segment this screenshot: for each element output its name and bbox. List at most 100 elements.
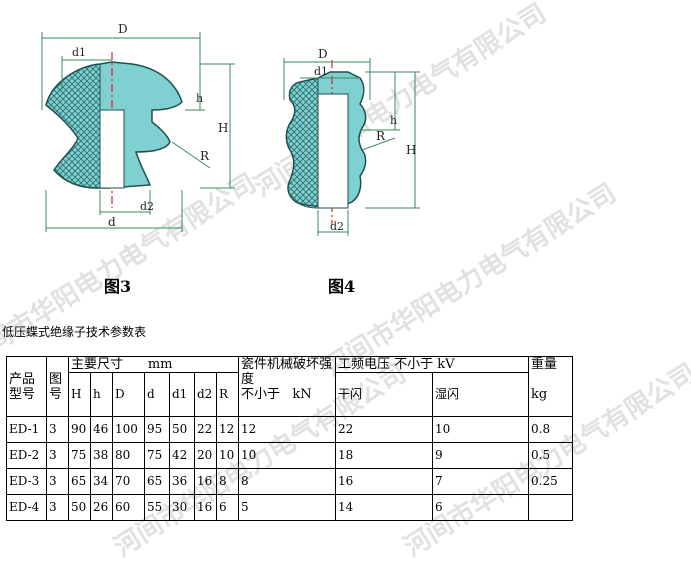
cell-d: 75: [144, 442, 170, 469]
fig4-label-d2: d2: [330, 220, 344, 233]
cell-mech: 10: [238, 442, 336, 469]
cell-h: 46: [90, 416, 113, 443]
cell-weight: 0.25: [528, 468, 573, 495]
header-main-size: 主要尺寸 mm: [68, 356, 239, 373]
header-sub-h: h: [90, 372, 113, 417]
cell-d1: 42: [169, 442, 195, 469]
cell-model: ED-4: [6, 494, 47, 521]
header-dry: 干闪: [335, 372, 433, 417]
header-wet: 湿闪: [432, 372, 529, 417]
cell-dry: 14: [335, 494, 433, 521]
cell-d: 55: [144, 494, 170, 521]
table-title: 低压蝶式绝缘子技术参数表: [2, 325, 147, 339]
header-sub-d1: d1: [169, 372, 195, 417]
cell-d: 65: [144, 468, 170, 495]
header-main-unit: mm: [147, 357, 173, 372]
cell-fig: 3: [46, 442, 69, 469]
header-sub-d2: d2: [194, 372, 217, 417]
cell-h: 26: [90, 494, 113, 521]
header-fig: 图号: [46, 356, 69, 417]
cell-d2: 22: [194, 416, 217, 443]
fig4-label-R: R: [376, 129, 386, 143]
header-sub-d: d: [144, 372, 170, 417]
cell-H: 50: [68, 494, 91, 521]
cell-d2: 16: [194, 468, 217, 495]
fig3-label-d: d: [108, 215, 116, 229]
cell-wet: 6: [432, 494, 529, 521]
fig3-label-H: H: [218, 121, 228, 135]
cell-d2: 16: [194, 494, 217, 521]
fig3-label-d1: d1: [72, 46, 86, 59]
cell-wet: 7: [432, 468, 529, 495]
header-sub-R: R: [216, 372, 239, 417]
figure-4-drawing: D d1 h H R d2: [283, 47, 420, 236]
cell-mech: 8: [238, 468, 336, 495]
header-mech-min: 不小于: [241, 387, 281, 402]
cell-d: 95: [144, 416, 170, 443]
header-weight-unit: kg: [531, 387, 548, 402]
cell-wet: 10: [432, 416, 529, 443]
fig4-label-d1: d1: [314, 65, 328, 78]
header-model: 产品型号: [6, 356, 47, 417]
fig3-label-R: R: [200, 149, 210, 163]
cell-mech: 5: [238, 494, 336, 521]
header-main-label: 主要尺寸: [71, 357, 124, 372]
cell-wet: 9: [432, 442, 529, 469]
table-header-row-1: 产品型号 图号 主要尺寸 mm 瓷件机械破坏强度不小于 kN 工频电压 不小于 …: [6, 356, 573, 417]
cell-model: ED-1: [6, 416, 47, 443]
figure-4-caption: 图4: [328, 277, 356, 296]
header-sub-H: H: [68, 372, 91, 417]
cell-H: 90: [68, 416, 91, 443]
header-sub-D: D: [112, 372, 145, 417]
cell-R: 12: [216, 416, 239, 443]
cell-fig: 3: [46, 416, 69, 443]
fig4-label-D: D: [318, 47, 328, 61]
cell-model: ED-3: [6, 468, 47, 495]
fig3-label-h: h: [196, 92, 203, 105]
cell-R: 8: [216, 468, 239, 495]
cell-d1: 50: [169, 416, 195, 443]
cell-R: 6: [216, 494, 239, 521]
cell-d1: 30: [169, 494, 195, 521]
fig4-label-H: H: [406, 143, 416, 157]
figure-3-drawing: D d1 h H R d2 d: [41, 22, 235, 232]
cell-h: 34: [90, 468, 113, 495]
cell-weight: 0.5: [528, 442, 573, 469]
cell-H: 75: [68, 442, 91, 469]
header-weight: 重量 kg: [528, 356, 573, 417]
cell-weight: 0.8: [528, 416, 573, 443]
cell-weight: [528, 494, 573, 521]
cell-model: ED-2: [6, 442, 47, 469]
fig3-label-d2: d2: [140, 200, 154, 213]
cell-h: 38: [90, 442, 113, 469]
insulator-drawings: D d1 h H R d2 d D d1 h H: [41, 22, 420, 236]
header-mech: 瓷件机械破坏强度不小于 kN: [238, 356, 336, 417]
cell-dry: 22: [335, 416, 433, 443]
cell-D: 60: [112, 494, 145, 521]
table-header-row-2: H h D d d1 d2 R 干闪 湿闪: [7, 372, 573, 417]
cell-d1: 36: [169, 468, 195, 495]
cell-D: 80: [112, 442, 145, 469]
cell-dry: 16: [335, 468, 433, 495]
header-mech-label: 瓷件机械破坏强度: [241, 357, 333, 387]
cell-fig: 3: [46, 468, 69, 495]
fig3-label-D: D: [118, 22, 128, 36]
cell-H: 65: [68, 468, 91, 495]
header-voltage: 工频电压 不小于 kV: [335, 356, 529, 373]
cell-d2: 20: [194, 442, 217, 469]
cell-R: 10: [216, 442, 239, 469]
figure-3-caption: 图3: [104, 277, 132, 296]
cell-D: 100: [112, 416, 145, 443]
cell-dry: 18: [335, 442, 433, 469]
header-weight-label: 重量: [531, 357, 558, 372]
fig4-label-h: h: [390, 114, 397, 127]
header-mech-unit: kN: [292, 387, 312, 402]
cell-D: 70: [112, 468, 145, 495]
cell-mech: 12: [238, 416, 336, 443]
spec-table: 产品型号 图号 主要尺寸 mm 瓷件机械破坏强度不小于 kN 工频电压 不小于 …: [6, 356, 573, 521]
cell-fig: 3: [46, 494, 69, 521]
